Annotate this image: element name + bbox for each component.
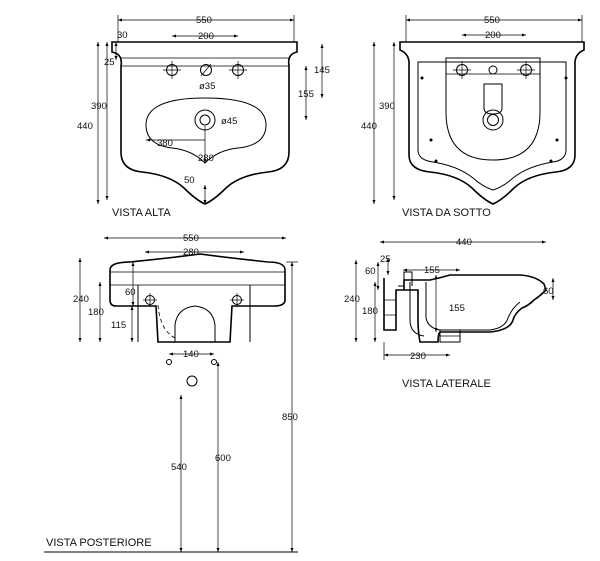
rear-overall-height-label: 850 xyxy=(282,412,298,423)
side-front-lip-label: 60 xyxy=(543,286,554,297)
bottom-width-label: 550 xyxy=(484,15,500,26)
rear-fixing-right-icon xyxy=(211,359,217,365)
rear-anchor-spacing-label: 140 xyxy=(183,349,199,360)
top-depth-inner-label: 390 xyxy=(91,101,107,112)
rear-width-label: 550 xyxy=(183,233,199,244)
bottom-view: 550 200 390 440 VISTA DA SOTTO xyxy=(361,15,585,219)
tap-hole-right-icon xyxy=(229,61,247,79)
rear-side-height-label: 60 xyxy=(125,287,136,298)
bottom-tap-hole-left-icon xyxy=(453,61,471,79)
top-bowl-depth-label: 280 xyxy=(198,153,214,164)
top-hole-diam-label: ø35 xyxy=(199,81,215,92)
side-tap-to-bowl-label: 155 xyxy=(424,265,440,276)
top-rim-label: 25 xyxy=(104,57,115,68)
top-view: 550 200 30 25 390 440 ø35 ø45 380 280 50… xyxy=(77,15,330,219)
top-view-title: VISTA ALTA xyxy=(112,207,171,219)
top-front-rise-label: 50 xyxy=(184,175,195,186)
bottom-view-title: VISTA DA SOTTO xyxy=(402,207,491,219)
top-tap-offset-label: 145 xyxy=(314,65,330,76)
bottom-drain xyxy=(482,109,504,131)
side-view-outline xyxy=(383,274,547,343)
bottom-holes-spacing-label: 200 xyxy=(485,30,501,41)
rear-fixing-left-icon xyxy=(166,359,172,365)
side-depth-label: 440 xyxy=(456,237,472,248)
rear-floor-height-label: 540 xyxy=(171,462,187,473)
side-height-inner-label: 180 xyxy=(362,306,378,317)
top-view-bowl xyxy=(145,97,267,164)
rear-inner-width-label: 280 xyxy=(183,247,199,258)
rear-drain-icon xyxy=(186,375,198,387)
rear-anchor-left-icon xyxy=(143,293,157,307)
side-back-height-label: 60 xyxy=(365,266,376,277)
rear-view: 550 280 60 240 180 115 140 540 600 850 V… xyxy=(44,233,298,553)
side-view: 440 25 60 155 155 60 240 180 230 VISTA L… xyxy=(344,237,555,390)
rear-anchor-right-icon xyxy=(230,293,244,307)
tap-hole-left-icon xyxy=(163,61,181,79)
top-drain-diam-label: ø45 xyxy=(221,116,237,127)
rear-height-inner-label: 180 xyxy=(88,307,104,318)
side-bowl-height-label: 155 xyxy=(449,303,465,314)
top-edge-label: 30 xyxy=(117,30,128,41)
rear-view-outline xyxy=(109,253,286,343)
bottom-tap-hole-center-icon xyxy=(488,65,498,75)
top-width-label: 550 xyxy=(196,15,212,26)
top-holes-spacing-label: 200 xyxy=(198,31,214,42)
rear-view-title: VISTA POSTERIORE xyxy=(46,537,152,549)
rear-bracket-label: 115 xyxy=(111,320,126,331)
top-depth-total-label: 440 xyxy=(77,121,93,132)
bottom-depth-inner-label: 390 xyxy=(379,101,395,112)
side-view-title: VISTA LATERALE xyxy=(402,378,491,390)
bottom-depth-total-label: 440 xyxy=(361,121,377,132)
side-drain-offset-label: 230 xyxy=(410,351,426,362)
bottom-view-outline xyxy=(399,41,585,205)
top-bowl-width-label: 380 xyxy=(157,138,173,149)
side-rim-label: 25 xyxy=(380,254,391,265)
rear-pedestal-height-label: 600 xyxy=(215,453,231,464)
bottom-tap-hole-right-icon xyxy=(517,61,535,79)
side-height-total-label: 240 xyxy=(344,294,360,305)
rear-height-total-label: 240 xyxy=(73,294,89,305)
tap-hole-center-icon xyxy=(200,63,212,77)
top-drain-offset-label: 155 xyxy=(298,89,314,100)
